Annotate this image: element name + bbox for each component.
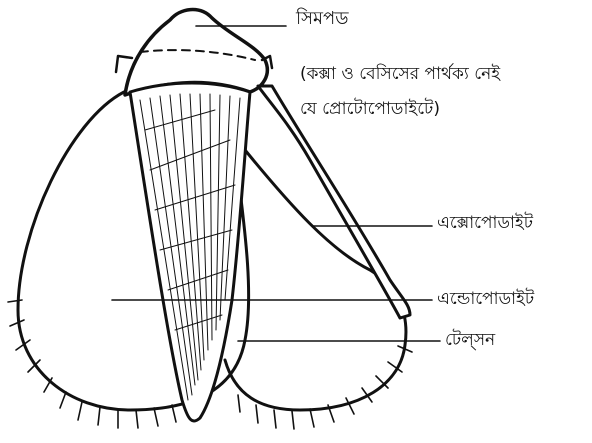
left-flange: [116, 56, 132, 72]
sympod-label: সিমপড: [296, 8, 349, 30]
exopodite-label: এক্সোপোডাইট: [437, 212, 533, 234]
sympod-note-line-1: (কক্সা ও বেসিসের পার্থক্য নেই: [300, 63, 500, 85]
endopodite-label: এন্ডোপোডাইট: [437, 288, 534, 310]
sympod-note-line-2: যে প্রোটোপোডাইটে): [300, 98, 440, 120]
exopodite-shape: [258, 86, 410, 318]
telson-label: টেল্‌সন: [445, 329, 495, 351]
